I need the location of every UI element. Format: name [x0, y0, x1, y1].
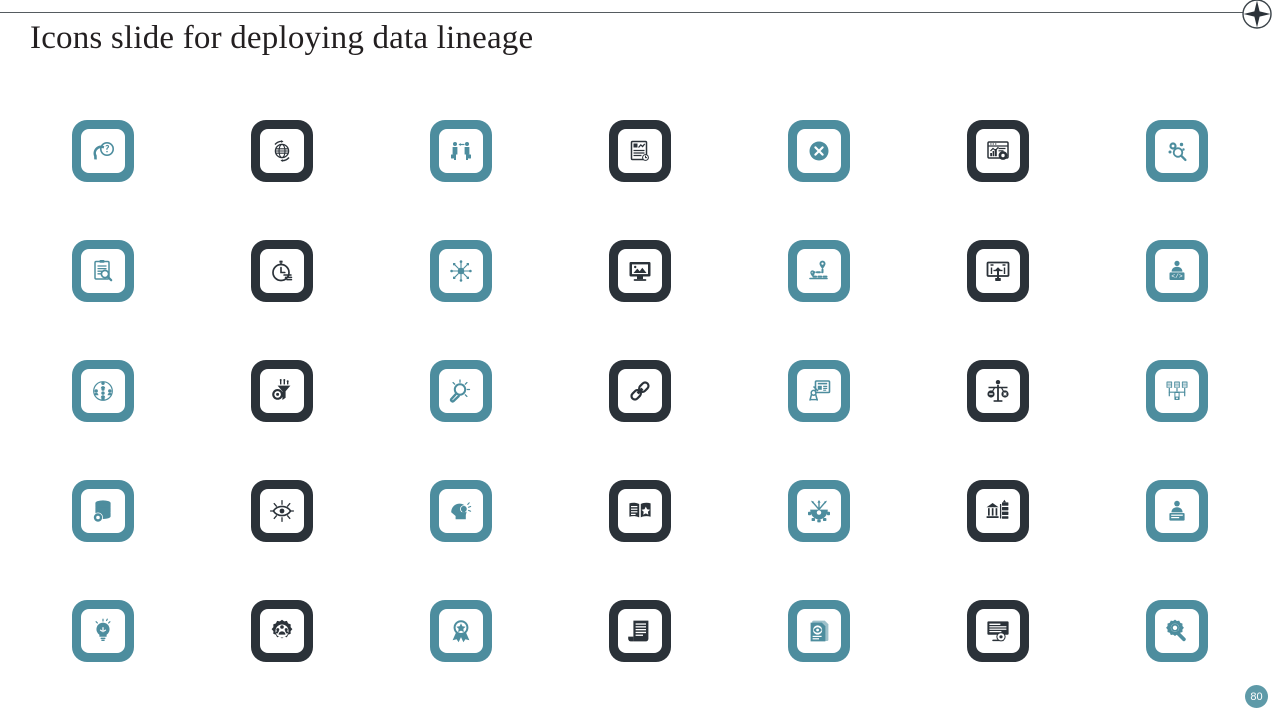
page-number-badge: 80 [1245, 685, 1268, 708]
icon-tile-cross-circle[interactable] [788, 120, 850, 182]
monitor-upload-icon [976, 249, 1020, 293]
people-transfer-icon [439, 129, 483, 173]
database-gear-icon [81, 489, 125, 533]
head-question-icon [81, 129, 125, 173]
balance-scales-person-icon [976, 369, 1020, 413]
icon-tile-lightbulb-idea[interactable] [72, 600, 134, 662]
funnel-gear-icon [260, 369, 304, 413]
icon-tile-gear-target-arrow[interactable] [788, 480, 850, 542]
icon-tile-database-gear[interactable] [72, 480, 134, 542]
team-network-icon [81, 369, 125, 413]
cross-circle-icon [797, 129, 841, 173]
server-topology-icon [1155, 369, 1199, 413]
bank-chart-icon [976, 489, 1020, 533]
presentation-pointer-icon [797, 369, 841, 413]
icon-tile-presentation-pointer[interactable] [788, 360, 850, 422]
icon-tile-team-network[interactable] [72, 360, 134, 422]
icon-tile-person-podium[interactable] [1146, 480, 1208, 542]
eye-rays-icon [260, 489, 304, 533]
icon-tile-developer-code[interactable]: </> [1146, 240, 1208, 302]
header-divider [0, 12, 1243, 13]
icon-tile-balance-scales-person[interactable] [967, 360, 1029, 422]
page-title: Icons slide for deploying data lineage [30, 20, 534, 56]
icon-tile-route-pin[interactable] [788, 240, 850, 302]
icon-tile-funnel-gear[interactable] [251, 360, 313, 422]
book-star-icon [618, 489, 662, 533]
svg-text:</>: </> [1171, 273, 1182, 280]
icon-tile-gear-people[interactable] [251, 600, 313, 662]
stopwatch-icon [260, 249, 304, 293]
icon-tile-head-question[interactable] [72, 120, 134, 182]
scroll-document-icon [618, 609, 662, 653]
icon-tile-presentation-gear[interactable] [967, 600, 1029, 662]
head-lightbulb-icon [439, 489, 483, 533]
clipboard-search-icon [81, 249, 125, 293]
icon-tile-award-ribbon[interactable] [430, 600, 492, 662]
compass-star-logo-icon [1240, 0, 1274, 31]
route-pin-icon [797, 249, 841, 293]
gear-target-arrow-icon [797, 489, 841, 533]
icon-tile-people-transfer[interactable] [430, 120, 492, 182]
icon-grid: </> [72, 120, 1208, 694]
icon-tile-book-star[interactable] [609, 480, 671, 542]
dashboard-gear-icon [976, 129, 1020, 173]
icon-tile-gear-magnifier[interactable] [1146, 120, 1208, 182]
icon-tile-stopwatch[interactable] [251, 240, 313, 302]
document-eye-search-icon [797, 609, 841, 653]
icon-tile-monitor-upload[interactable] [967, 240, 1029, 302]
icon-tile-network-hub[interactable] [430, 240, 492, 302]
icon-tile-document-eye-search[interactable] [788, 600, 850, 662]
icon-tile-insight-magnifier[interactable] [430, 360, 492, 422]
icon-tile-chain-link[interactable] [609, 360, 671, 422]
insight-magnifier-icon [439, 369, 483, 413]
chain-link-icon [618, 369, 662, 413]
icon-tile-eye-rays[interactable] [251, 480, 313, 542]
lightbulb-idea-icon [81, 609, 125, 653]
developer-code-icon: </> [1155, 249, 1199, 293]
person-podium-icon [1155, 489, 1199, 533]
document-chart-clock-icon [618, 129, 662, 173]
gear-wrench-search-icon [1155, 609, 1199, 653]
presentation-gear-icon [976, 609, 1020, 653]
icon-tile-scroll-document[interactable] [609, 600, 671, 662]
icon-tile-head-lightbulb[interactable] [430, 480, 492, 542]
icon-tile-monitor-image[interactable] [609, 240, 671, 302]
network-hub-icon [439, 249, 483, 293]
monitor-image-icon [618, 249, 662, 293]
globe-refresh-icon [260, 129, 304, 173]
icon-tile-clipboard-search[interactable] [72, 240, 134, 302]
gear-people-icon [260, 609, 304, 653]
icon-tile-globe-refresh[interactable] [251, 120, 313, 182]
gear-magnifier-icon [1155, 129, 1199, 173]
icon-tile-document-chart-clock[interactable] [609, 120, 671, 182]
icon-tile-bank-chart[interactable] [967, 480, 1029, 542]
icon-tile-server-topology[interactable] [1146, 360, 1208, 422]
icon-tile-dashboard-gear[interactable] [967, 120, 1029, 182]
icon-tile-gear-wrench-search[interactable] [1146, 600, 1208, 662]
award-ribbon-icon [439, 609, 483, 653]
